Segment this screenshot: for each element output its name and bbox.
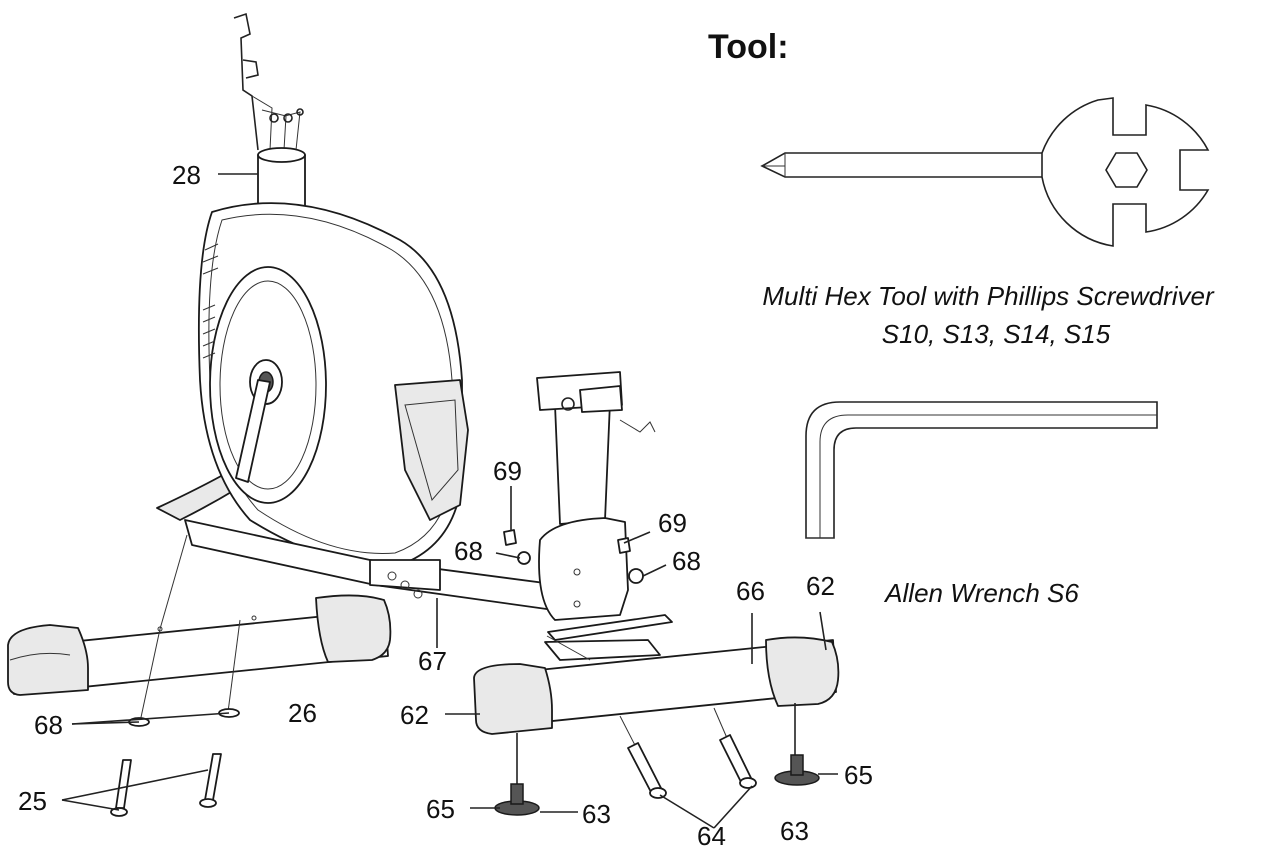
hex-tool-caption-line2: S10, S13, S14, S15 [882,319,1111,349]
allen-wrench-icon [805,401,1158,539]
allen-wrench-caption: Allen Wrench S6 [883,578,1079,608]
callout-68-right: 68 [672,546,701,576]
bike-frame-illustration [156,12,673,661]
callout-69-right: 69 [658,508,687,538]
callout-25: 25 [18,786,47,816]
hex-tool-caption-line1: Multi Hex Tool with Phillips Screwdriver [762,281,1215,311]
callout-68-bottom: 68 [34,710,63,740]
front-stabilizer-66 [473,635,840,816]
callout-68-left: 68 [454,536,483,566]
callout-63-right: 63 [780,816,809,846]
multi-hex-tool-icon [760,97,1210,247]
callout-65-right: 65 [844,760,873,790]
leader-lines [61,173,838,829]
callout-69-left: 69 [493,456,522,486]
callout-64: 64 [697,821,726,851]
callout-26: 26 [288,698,317,728]
callout-63-left: 63 [582,799,611,829]
callout-67: 67 [418,646,447,676]
rear-stabilizer-26 [7,534,392,696]
tools-title: Tool: [708,28,789,66]
callout-66: 66 [736,576,765,606]
callout-labels: 28 69 68 69 68 66 62 67 26 62 68 25 65 6… [18,160,873,851]
callout-62-left: 62 [400,700,429,730]
callout-65-left: 65 [426,794,455,824]
callout-62-right: 62 [806,571,835,601]
rear-bolts-25 [110,619,241,817]
callout-28: 28 [172,160,201,190]
